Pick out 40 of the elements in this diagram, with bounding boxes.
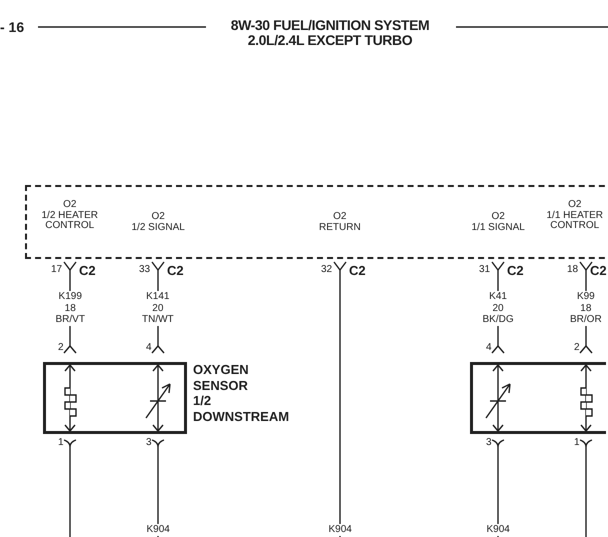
connector-name: C2	[79, 264, 96, 278]
wire-label: K199 18 BR/VT	[56, 291, 85, 326]
pin-number: 1	[574, 438, 580, 448]
wire-label: K99 18 BR/OR	[570, 291, 602, 326]
pin-function-label: O2 1/2 SIGNAL	[132, 212, 185, 233]
component-label: OXYGEN SENSOR 1/2 DOWNSTREAM	[193, 362, 290, 424]
sensor-box	[43, 362, 187, 434]
pin-number: 4	[146, 343, 152, 354]
pin-number: 33	[139, 265, 150, 276]
pin-number: 3	[146, 438, 152, 448]
connector-name: C2	[590, 264, 607, 278]
pin-function-label: O2 1/1 HEATER CONTROL	[546, 200, 603, 232]
pin-function-label: O2 1/2 HEATER CONTROL	[42, 200, 98, 232]
pin-number: 31	[479, 265, 490, 276]
wire	[491, 439, 505, 537]
wire-label: K904	[328, 524, 352, 536]
pin-number: 2	[574, 343, 580, 354]
wire-label: K904	[486, 524, 510, 536]
pin-number: 18	[567, 265, 578, 276]
sensor-box	[470, 362, 606, 434]
pin-function-label: O2 1/1 SIGNAL	[472, 212, 525, 233]
diagram-title: 8W-30 FUEL/IGNITION SYSTEM 2.0L/2.4L EXCEPT TURBO	[230, 18, 430, 48]
pin-number: 4	[486, 343, 492, 354]
wire-label: K141 20 TN/WT	[142, 291, 174, 326]
pin-number: 32	[321, 265, 332, 276]
pin-number: 17	[51, 265, 62, 276]
wire-label: K41 20 BK/DG	[482, 291, 514, 326]
wire	[63, 439, 77, 537]
pin-function-label: O2 RETURN	[319, 212, 361, 233]
page-number: - 16	[0, 20, 24, 35]
wire	[333, 261, 347, 537]
connector-name: C2	[167, 264, 184, 278]
wire	[151, 439, 165, 537]
pin-number: 3	[486, 438, 492, 448]
wire-label: K904	[146, 524, 170, 536]
connector-name: C2	[507, 264, 524, 278]
wire	[579, 439, 593, 537]
connector-name: C2	[349, 264, 366, 278]
pin-number: 2	[58, 343, 64, 354]
pin-number: 1	[58, 438, 64, 448]
